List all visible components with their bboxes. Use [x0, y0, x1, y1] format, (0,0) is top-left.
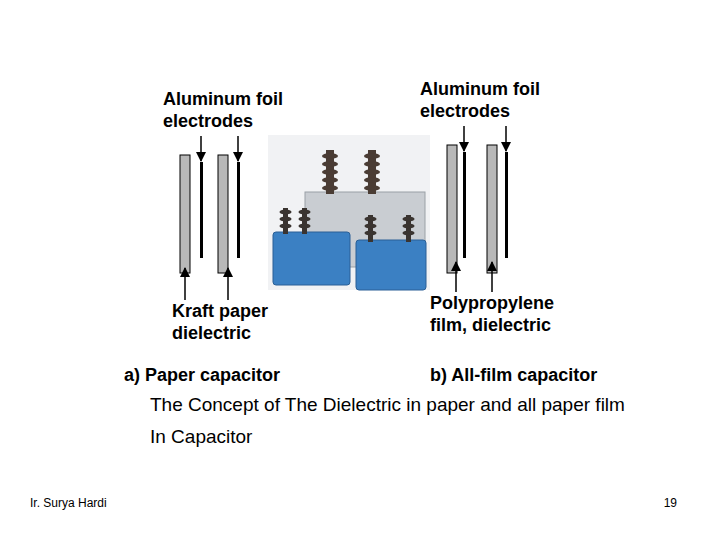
paper-capacitor-layers — [180, 155, 240, 273]
sub-caption: a) Paper capacitor — [124, 364, 374, 386]
leader-arrows — [185, 136, 238, 300]
sub-caption: b) All-film capacitor — [430, 364, 690, 386]
part-label: Aluminum foil electrodes — [420, 78, 555, 122]
slide-caption: The Concept of The Dielectric in paper a… — [150, 389, 636, 453]
author-footer: Ir. Surya Hardi — [30, 495, 230, 511]
page-number: 19 — [600, 495, 677, 511]
film-capacitor-layers — [447, 145, 508, 273]
part-label: Polypropylene film, dielectric — [430, 292, 570, 336]
capacitor-photo — [268, 135, 430, 290]
leader-arrows — [456, 126, 506, 292]
part-label: Kraft paper dielectric — [172, 300, 284, 344]
part-label: Aluminum foil electrodes — [163, 88, 293, 132]
